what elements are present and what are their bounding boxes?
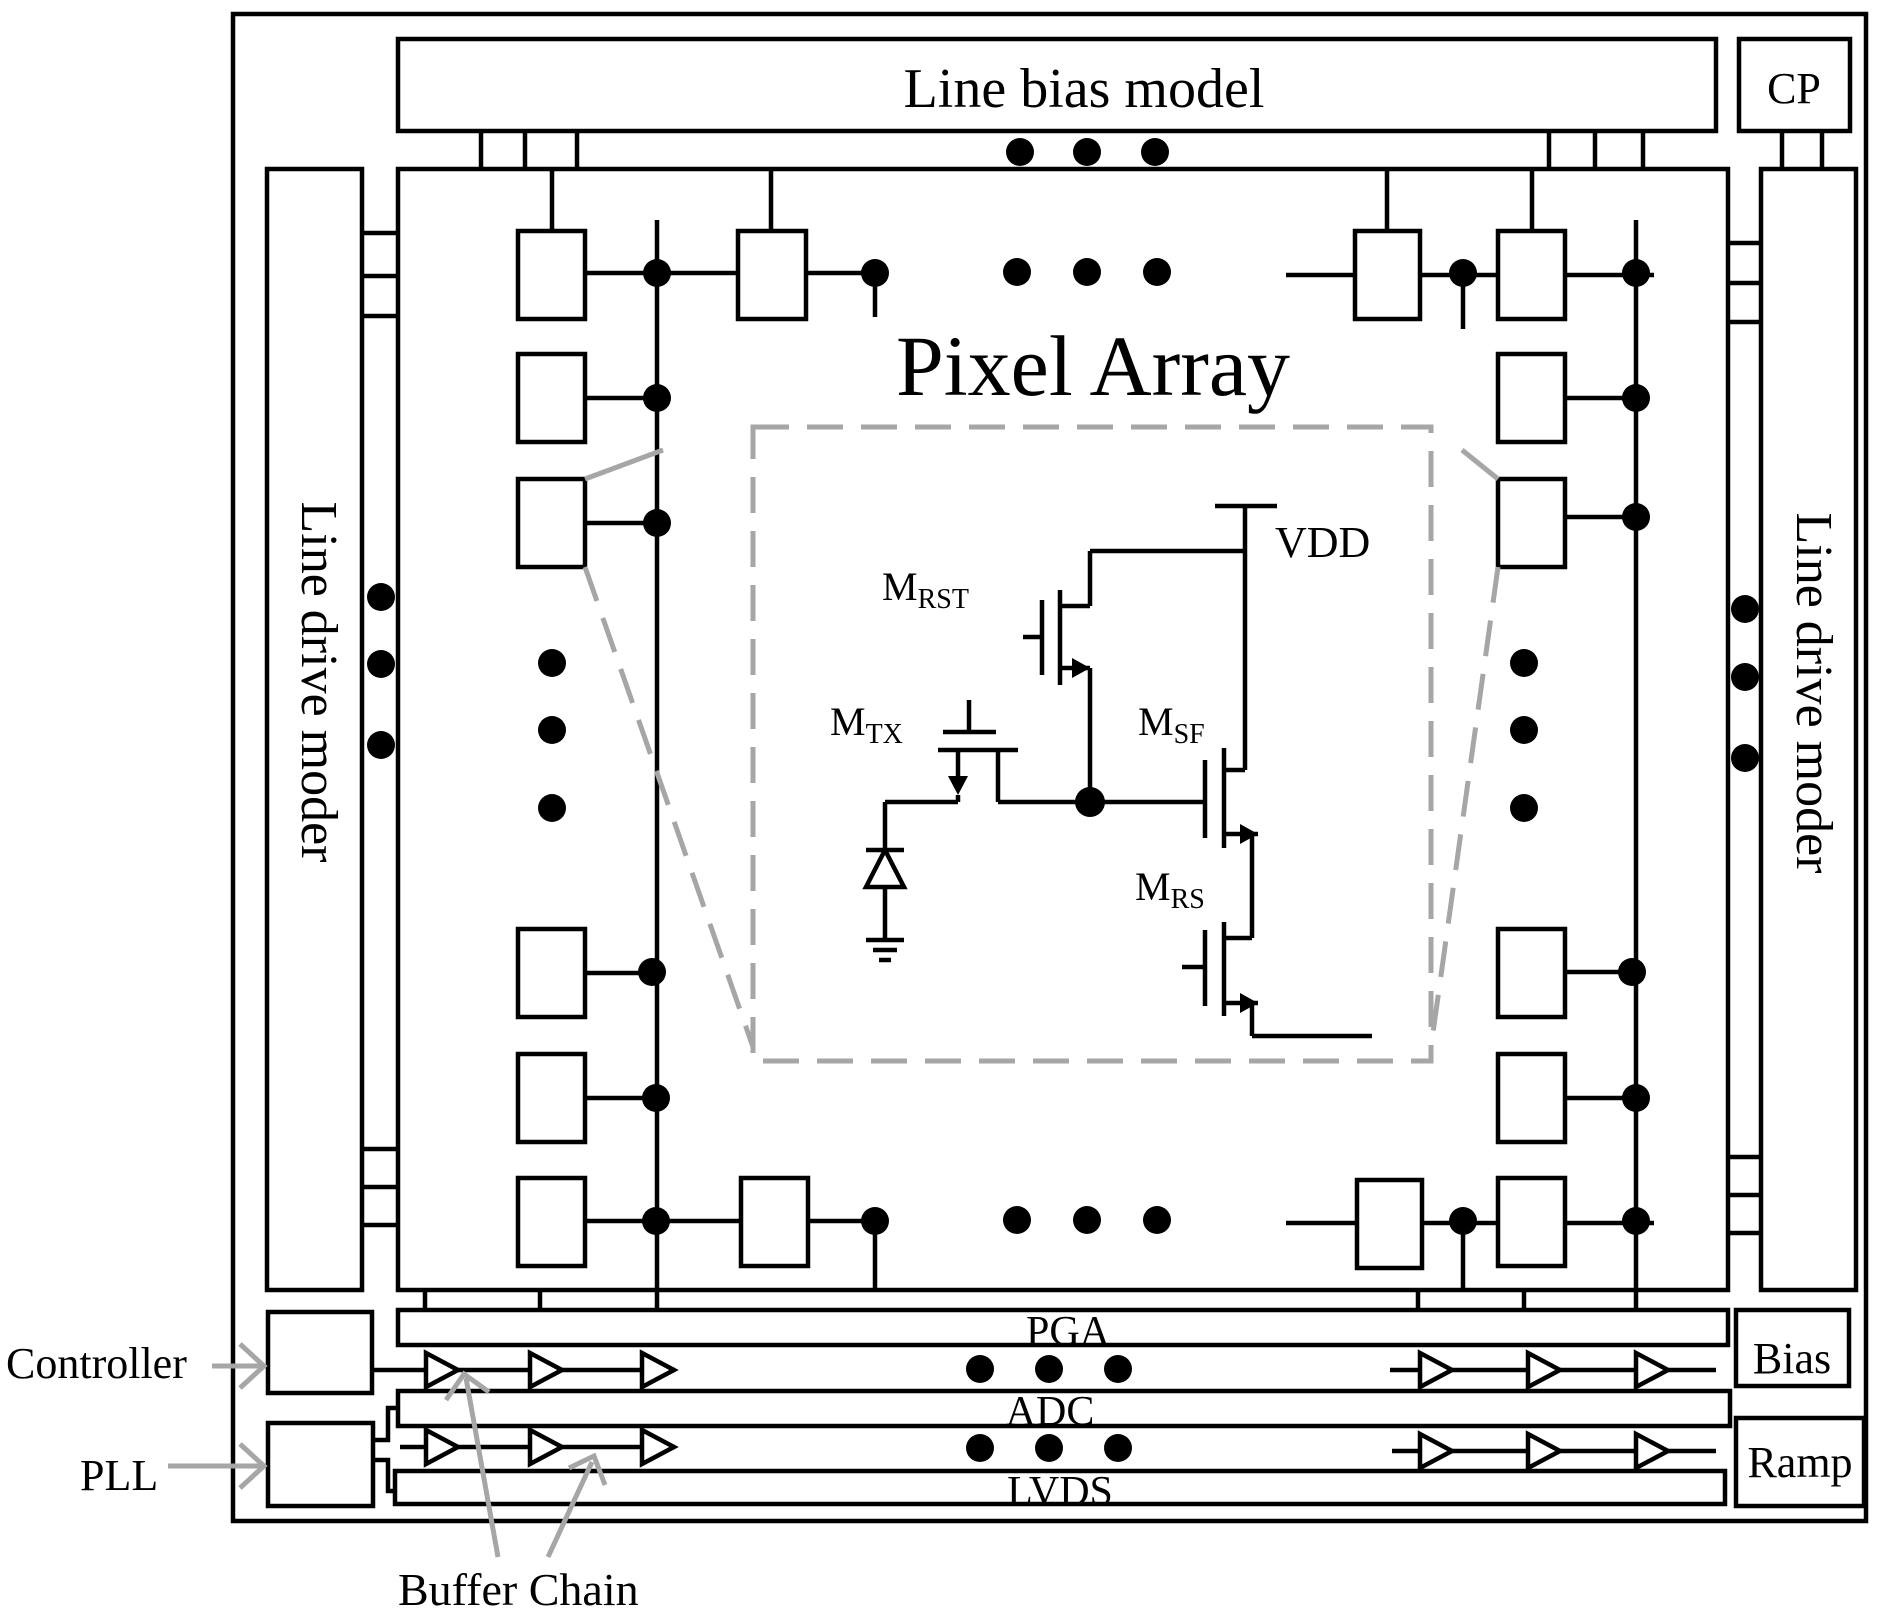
- m-rst-label: MRST: [882, 564, 969, 615]
- buffer-ellipsis-dots: [966, 1355, 1132, 1462]
- pixel-ellipsis-dots: [538, 258, 1538, 1234]
- line-drive-left-block: [264, 166, 365, 1293]
- side-ellipsis-dots: [367, 583, 1759, 772]
- line-bias-block: [395, 36, 1719, 134]
- adc-label: ADC: [1006, 1389, 1095, 1435]
- vdd-label: VDD: [1275, 518, 1370, 567]
- cp-label: CP: [1767, 64, 1821, 113]
- bias-ellipsis-dots: [1006, 138, 1169, 166]
- bias-connectors: [478, 131, 1825, 169]
- buffer-chain-bottom-left: [422, 1426, 679, 1468]
- pixel-array-label: Pixel Array: [896, 318, 1290, 414]
- bias-label: Bias: [1753, 1334, 1831, 1383]
- line-drive-right-block: [1758, 166, 1859, 1293]
- line-drive-left-label: Line drive moder: [290, 502, 347, 863]
- buffer-chain-label: Buffer Chain: [398, 1564, 639, 1612]
- m-tx-label: MTX: [830, 699, 903, 750]
- pixel-cells: [515, 228, 1568, 1271]
- bias-block: [1733, 1307, 1852, 1389]
- pll-label: PLL: [80, 1451, 158, 1500]
- control-wiring: [372, 1367, 422, 1494]
- m-sf-label: MSF: [1138, 699, 1205, 750]
- ramp-block: [1733, 1415, 1867, 1509]
- lvds-label: LVDS: [1007, 1469, 1113, 1515]
- controller-label: Controller: [6, 1339, 187, 1388]
- lvds-block: [392, 1468, 1728, 1507]
- line-drive-right-label: Line drive moder: [1785, 513, 1842, 874]
- side-connectors: [362, 230, 1761, 1236]
- pga-block: [395, 1307, 1731, 1348]
- pll-block: [265, 1420, 376, 1509]
- cp-block: [1736, 36, 1853, 134]
- pixel-junction-dots: [638, 259, 1650, 1235]
- buffer-chain-top-left: [422, 1349, 679, 1391]
- buffer-chain-top-right: [1390, 1349, 1716, 1391]
- pga-label: PGA: [1026, 1309, 1111, 1355]
- m-rs-label: MRS: [1135, 864, 1205, 915]
- pixel-schematic: [862, 503, 1372, 1039]
- controller-block: [265, 1309, 375, 1396]
- line-bias-label: Line bias model: [904, 58, 1265, 120]
- buffer-chain-bottom-right: [1392, 1430, 1716, 1472]
- pixel-zoom-callout: [582, 424, 1501, 1064]
- ramp-label: Ramp: [1747, 1438, 1852, 1487]
- external-arrows: [168, 1342, 268, 1490]
- buffer-chain-arrows: [443, 1370, 608, 1559]
- adc-block: [395, 1388, 1733, 1429]
